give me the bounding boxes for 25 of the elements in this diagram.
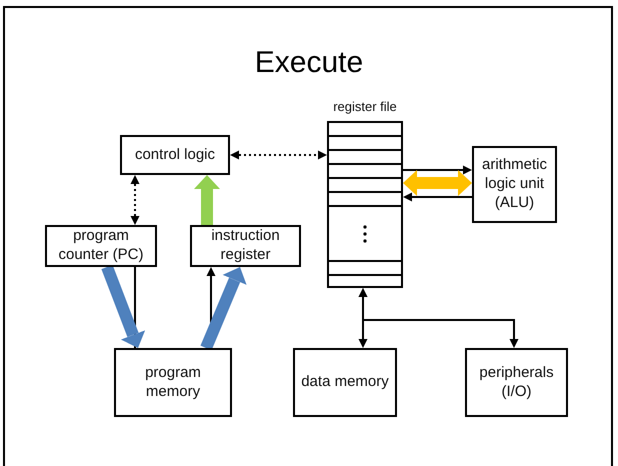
box-label: peripherals (I/O) xyxy=(478,364,555,402)
box-label: program counter (PC) xyxy=(57,227,145,265)
process-box xyxy=(465,348,568,417)
process-box xyxy=(472,146,557,223)
process-box xyxy=(190,225,301,267)
process-box xyxy=(293,348,397,417)
box-label: program memory xyxy=(144,364,202,402)
block-arrow xyxy=(101,264,146,348)
connector-arrow xyxy=(403,166,472,174)
box-label: arithmetic logic unit (ALU) xyxy=(480,156,548,213)
box-label: data memory xyxy=(301,373,389,392)
block-arrow xyxy=(194,175,220,225)
box-label: control logic xyxy=(134,146,216,164)
process-box xyxy=(45,225,157,267)
connector-arrow xyxy=(230,150,327,160)
box-label: instruction register xyxy=(210,227,281,265)
connector-arrow xyxy=(130,175,140,225)
process-box xyxy=(114,348,232,417)
process-box xyxy=(120,135,230,175)
register-file-label: register file xyxy=(332,99,398,114)
block-arrow xyxy=(200,267,247,350)
block-arrow xyxy=(403,170,472,196)
slide-title: Execute xyxy=(254,46,364,80)
connector-arrow xyxy=(358,288,518,348)
connector-arrow xyxy=(403,192,472,202)
